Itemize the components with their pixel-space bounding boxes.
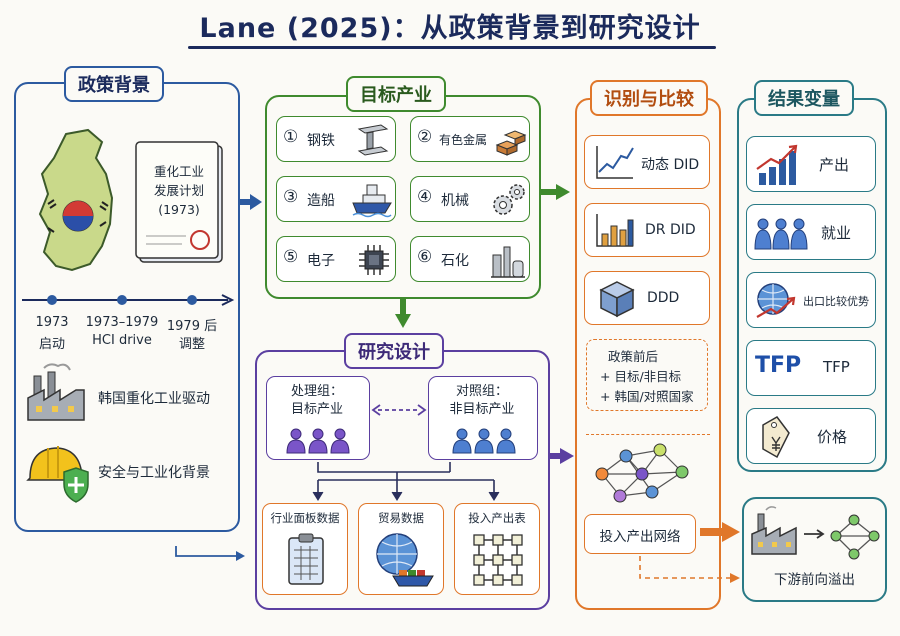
compare-arrow [371, 404, 427, 416]
growth-bars-icon [756, 144, 798, 185]
factory-icon [27, 363, 85, 421]
result-label-1: 产出 [819, 156, 850, 174]
people-icon [286, 428, 350, 454]
spillover-label: 下游前向溢出 [774, 572, 855, 588]
treatment-label: 处理组： 目标产业 [290, 384, 343, 417]
network-label: 投入产出网络 [599, 529, 681, 545]
timeline-label-2: HCI drive [92, 333, 152, 348]
network-icon [830, 514, 880, 560]
price-tag-icon [762, 416, 790, 459]
industry-name-1: 钢铁 [307, 133, 335, 149]
grid-network-icon [473, 534, 523, 586]
chip-icon [359, 245, 389, 275]
network-icon [595, 443, 689, 503]
globe-arrow-icon [756, 283, 796, 318]
line-chart-icon [596, 146, 634, 179]
gold-bars-icon [495, 130, 527, 156]
arrow-icon [804, 529, 825, 539]
method-ddd: DDD [584, 271, 710, 325]
note-3: + 韩国/对照国家 [600, 389, 694, 404]
industry-num-3: ③ [283, 187, 299, 207]
people-icon [754, 218, 808, 250]
clipboard-icon [288, 533, 324, 585]
control-label: 对照组： 非目标产业 [449, 384, 515, 417]
ship-icon [352, 184, 392, 218]
industry-name-6: 石化 [441, 253, 469, 269]
document-title: 重化工业 发展计划 (1973) [153, 164, 204, 217]
industry-num-4: ④ [417, 187, 433, 207]
industry-num-2: ② [417, 127, 433, 147]
globe-ship-icon [376, 533, 434, 587]
timeline-label-3: 调整 [178, 337, 205, 352]
helmet-shield-icon [26, 446, 89, 503]
data-card-panel: 行业面板数据 [262, 503, 348, 595]
industry-card-4: ④ 机械 [410, 176, 530, 222]
note-2: + 目标/非目标 [600, 369, 682, 384]
policy-item-2: 安全与工业化背景 [98, 465, 210, 481]
cube-icon [599, 281, 635, 318]
industry-card-5: ⑤ 电子 [276, 236, 396, 282]
tfp-icon: TFP [755, 353, 802, 378]
result-label-4: TFP [823, 358, 850, 376]
data-label-2: 贸易数据 [378, 511, 424, 525]
results-tag: 结果变量 [754, 80, 854, 116]
industry-name-2: 有色金属 [439, 133, 488, 147]
data-label-3: 投入产出表 [468, 511, 526, 525]
policy-item-1: 韩国重化工业驱动 [98, 391, 210, 407]
result-label-2: 就业 [821, 224, 852, 242]
result-output: 产出 [746, 136, 876, 192]
result-label-3: 出口比较优势 [803, 295, 869, 308]
industry-card-6: ⑥ 石化 [410, 236, 530, 282]
gears-icon [493, 184, 525, 215]
design-tag: 研究设计 [344, 333, 444, 369]
policy-tag: 政策背景 [64, 66, 164, 102]
timeline-year-1: 1973 [35, 315, 69, 330]
timeline-arrow [22, 294, 235, 306]
note-1: 政策前后 [608, 349, 659, 364]
data-card-trade: 贸易数据 [358, 503, 444, 595]
document-icon [135, 141, 223, 263]
page-title: Lane (2025)：从政策背景到研究设计 [199, 13, 701, 44]
identify-divider [586, 434, 710, 435]
timeline-label-1: 启动 [38, 337, 65, 352]
title-underline [188, 46, 716, 49]
data-card-io: 投入产出表 [454, 503, 540, 595]
method-dr-did: DR DID [584, 203, 710, 257]
data-label-1: 行业面板数据 [270, 511, 340, 525]
industry-card-3: ③ 造船 [276, 176, 396, 222]
identify-tag: 识别与比较 [590, 80, 708, 116]
control-group: 对照组： 非目标产业 [428, 376, 538, 460]
factory-icon [751, 506, 797, 555]
method-label-2: DR DID [645, 222, 696, 238]
method-dynamic-did: 动态 DID [584, 135, 710, 189]
steel-beam-icon [357, 124, 389, 156]
industry-num-5: ⑤ [283, 247, 299, 267]
industry-num-1: ① [283, 127, 299, 147]
method-label-3: DDD [647, 290, 680, 306]
industry-card-1: ① 钢铁 [276, 116, 396, 162]
refinery-icon [491, 246, 525, 278]
result-employment: 就业 [746, 204, 876, 260]
method-label-1: 动态 DID [641, 157, 700, 173]
industry-card-2: ② 有色金属 [410, 116, 530, 162]
industry-name-4: 机械 [441, 193, 469, 209]
timeline-year-3: 1979 后 [166, 319, 218, 334]
result-export-advantage: 出口比较优势 [746, 272, 876, 328]
timeline-year-2: 1973–1979 [85, 315, 159, 330]
industry-num-6: ⑥ [417, 247, 433, 267]
result-price: 价格 [746, 408, 876, 464]
result-label-5: 价格 [817, 428, 848, 446]
korea-map-icon [38, 128, 114, 272]
bar-chart-icon [596, 214, 634, 247]
identify-notes [586, 339, 708, 411]
people-icon [452, 428, 516, 454]
target-tag: 目标产业 [346, 76, 446, 112]
treatment-group: 处理组： 目标产业 [266, 376, 370, 460]
branch-arrows [312, 462, 500, 501]
industry-name-3: 造船 [307, 193, 335, 209]
network-box [584, 514, 696, 554]
result-tfp: TFP TFP [746, 340, 876, 396]
industry-name-5: 电子 [307, 253, 335, 269]
